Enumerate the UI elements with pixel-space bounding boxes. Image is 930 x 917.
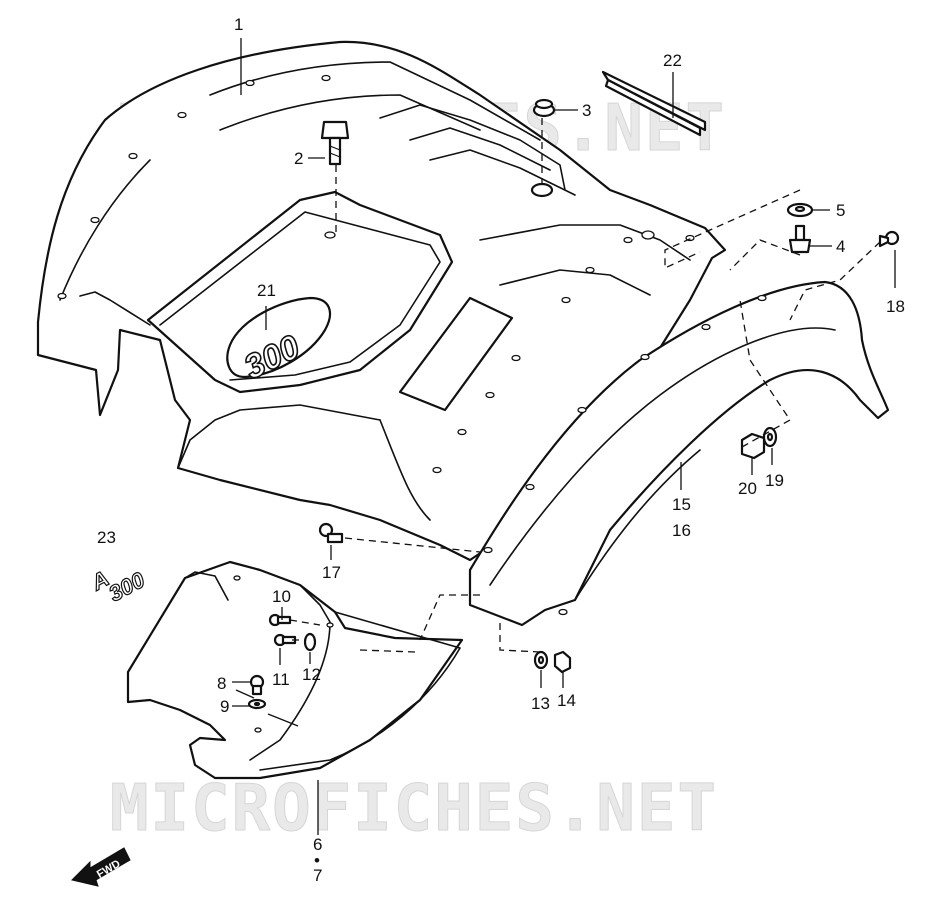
callout-22: 22 [663, 51, 682, 70]
part-callouts: 1 2 3 4 5 6 • 7 8 9 10 11 12 13 14 15 16… [97, 15, 905, 885]
callout-6: 6 [313, 835, 322, 854]
callout-18: 18 [886, 297, 905, 316]
callout-3: 3 [582, 101, 591, 120]
callout-2: 2 [294, 149, 303, 168]
bolt-4 [788, 224, 812, 254]
screw-18 [878, 230, 900, 248]
washer-9 [247, 698, 267, 710]
fender-holes [57, 74, 695, 474]
callout-16: 16 [672, 521, 691, 540]
grommet-lower [530, 182, 554, 198]
callout-1: 1 [234, 15, 243, 34]
grommet-3 [532, 98, 556, 118]
callout-12: 12 [302, 665, 321, 684]
mud-guard [126, 560, 464, 780]
fwd-label: FWD [95, 858, 123, 881]
callout-20: 20 [738, 479, 757, 498]
callout-14: 14 [557, 691, 576, 710]
callout-5: 5 [836, 201, 845, 220]
assembly-dashed-lines [289, 118, 881, 653]
emblem-23: A 300 [86, 565, 150, 607]
forward-direction-arrow: FWD [71, 847, 131, 887]
callout-19: 19 [765, 471, 784, 490]
callout-10: 10 [272, 587, 291, 606]
callout-17: 17 [322, 563, 341, 582]
watermark-bottom: MICROFICHES.NET [110, 772, 718, 846]
side-fender-extension [468, 280, 890, 627]
callout-13: 13 [531, 694, 550, 713]
washer-13 [533, 650, 549, 670]
screw-10 [268, 613, 292, 627]
emblem-model: 300 [105, 567, 150, 607]
callout-8: 8 [217, 674, 226, 693]
callout-23: 23 [97, 528, 116, 547]
callout-15: 15 [672, 495, 691, 514]
callout-11: 11 [272, 670, 290, 689]
callout-7: 7 [313, 866, 322, 885]
bolt-17 [318, 522, 344, 544]
bolt-2 [320, 120, 350, 166]
callout-9: 9 [220, 697, 229, 716]
grommet-12 [303, 632, 317, 652]
washer-5 [786, 202, 814, 218]
callout-6-7-separator: • [314, 851, 320, 870]
washer-19 [762, 426, 778, 448]
rear-fender-main: 300 [36, 40, 727, 562]
screw-8 [249, 674, 265, 696]
nut-20 [740, 432, 766, 460]
bar-part-22 [601, 70, 707, 137]
callout-4: 4 [836, 237, 845, 256]
nut-14 [553, 650, 572, 674]
callout-21: 21 [257, 281, 276, 300]
leader-lines [232, 38, 896, 835]
